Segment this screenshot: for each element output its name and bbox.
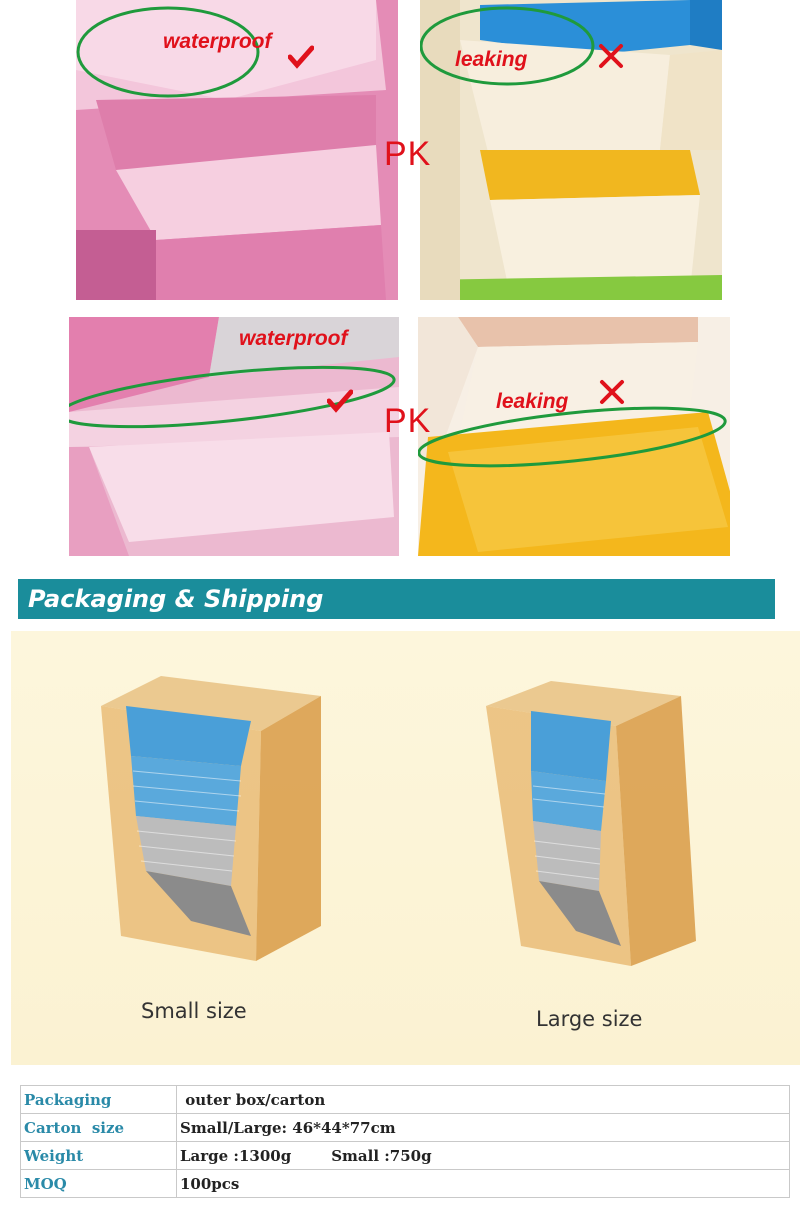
waterproof-label: waterproof <box>163 30 272 53</box>
small-carton-illustration <box>101 676 321 961</box>
photo-pink-lid-bottom: waterproof <box>69 317 399 556</box>
yellow-lid-illustration <box>418 317 730 556</box>
section-header: Packaging & Shipping <box>18 579 775 619</box>
spec-key: MOQ <box>20 1169 177 1198</box>
small-size-label: Small size <box>141 999 247 1023</box>
pk-label: PK <box>384 135 432 173</box>
check-icon <box>327 389 353 413</box>
large-carton-illustration <box>486 681 696 966</box>
photo-colored-bins-top: leaking <box>420 0 722 300</box>
packaging-figure: Small size Large size <box>11 631 800 1065</box>
spec-table: Packaging outer box/carton Carton size S… <box>20 1085 790 1198</box>
spec-value: 100pcs <box>176 1169 790 1198</box>
spec-key: Weight <box>20 1141 177 1170</box>
cross-icon <box>600 380 624 404</box>
spec-key: Carton size <box>20 1113 177 1142</box>
leaking-label: leaking <box>455 48 528 71</box>
colored-bins-illustration <box>420 0 722 300</box>
spec-value: Small/Large: 46*44*77cm <box>176 1113 790 1142</box>
cross-icon <box>599 44 623 68</box>
pink-bins-illustration <box>76 0 398 300</box>
large-size-label: Large size <box>536 1007 643 1031</box>
table-row: Packaging outer box/carton <box>20 1085 790 1114</box>
highlight-circle <box>418 406 727 468</box>
highlight-circle <box>76 6 260 98</box>
table-row: MOQ 100pcs <box>20 1169 790 1198</box>
pk-label: PK <box>384 402 432 440</box>
highlight-circle <box>420 6 595 86</box>
spec-key: Packaging <box>20 1085 177 1114</box>
leaking-label: leaking <box>496 390 569 413</box>
photo-yellow-lid-bottom: leaking <box>418 317 730 556</box>
waterproof-label: waterproof <box>239 327 348 350</box>
highlight-circle <box>69 365 396 429</box>
check-icon <box>288 45 314 69</box>
pink-lid-illustration <box>69 317 399 556</box>
table-row: Carton size Small/Large: 46*44*77cm <box>20 1113 790 1142</box>
section-title: Packaging & Shipping <box>28 585 324 613</box>
spec-value: outer box/carton <box>176 1085 790 1114</box>
photo-pink-bins-top: waterproof <box>76 0 398 300</box>
